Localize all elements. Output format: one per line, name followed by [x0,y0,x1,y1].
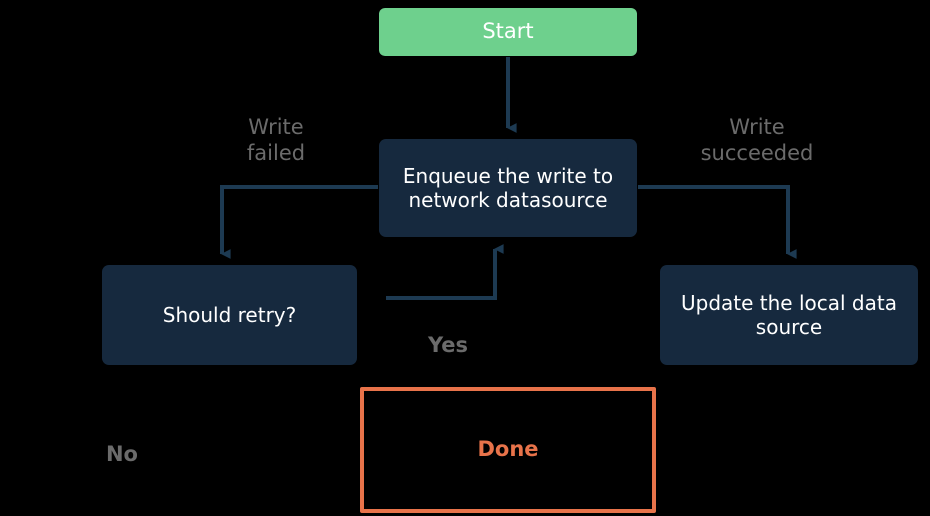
node-update-local-data-source-label: Update the local data source [681,290,897,339]
edge-label-yes: Yes [427,333,469,357]
edge-enqueue-to-update [638,185,797,259]
edge-label-write-failed: Write failed [246,115,306,165]
node-enqueue-write-label: Enqueue the write to network datasource [402,163,614,212]
edge-label-no: No [105,442,138,466]
node-start-label: Start [482,19,534,44]
node-enqueue-write[interactable]: Enqueue the write to network datasource [379,139,637,237]
edge-label-write-succeeded: Write succeeded [700,115,814,165]
node-should-retry[interactable]: Should retry? [102,265,357,365]
node-start[interactable]: Start [379,8,637,56]
edge-retry-to-enqueue [386,244,504,300]
edge-enqueue-to-retry [220,185,378,259]
node-done-label: Done [477,437,539,462]
node-done[interactable]: Done [360,387,656,513]
node-update-local-data-source[interactable]: Update the local data source [660,265,918,365]
node-should-retry-label: Should retry? [162,302,297,327]
